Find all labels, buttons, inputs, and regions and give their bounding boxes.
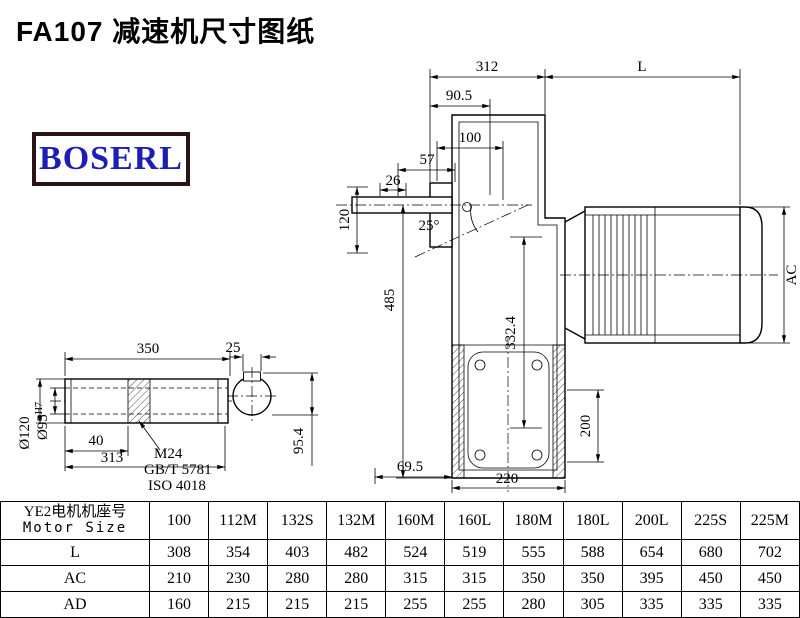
motor-size-col-225M: 225M xyxy=(739,501,800,540)
value-cell: 315 xyxy=(444,565,505,592)
dim-485: 485 xyxy=(382,289,398,312)
dimension-labels: 312 L 90.5 100 57 26 120 25° 485 332.4 A… xyxy=(17,59,800,494)
motor-size-col-112M: 112M xyxy=(208,501,269,540)
flange-section-left xyxy=(451,344,465,479)
value-cell: 315 xyxy=(385,565,446,592)
dimension-lines xyxy=(36,69,790,493)
motor-size-col-100: 100 xyxy=(148,501,210,540)
motor-size-col-132S: 132S xyxy=(267,501,328,540)
value-cell: 654 xyxy=(621,539,682,566)
value-cell: 350 xyxy=(503,565,564,592)
shaft-section xyxy=(127,378,151,424)
note-standard-iso: ISO 4018 xyxy=(148,478,206,494)
value-cell: 482 xyxy=(326,539,387,566)
dim-o120: Ø120 xyxy=(17,416,33,449)
value-cell: 230 xyxy=(208,565,269,592)
row-label: AC xyxy=(0,565,150,592)
motor-size-col-132M: 132M xyxy=(326,501,387,540)
dim-25deg: 25° xyxy=(419,218,440,234)
gear-housing xyxy=(451,114,566,492)
dim-313: 313 xyxy=(101,450,124,466)
dim-350: 350 xyxy=(137,341,160,357)
value-cell: 555 xyxy=(503,539,564,566)
value-cell: 350 xyxy=(562,565,623,592)
value-cell: 308 xyxy=(148,539,210,566)
bolt-hole xyxy=(474,359,486,371)
value-cell: 403 xyxy=(267,539,328,566)
boserl-logo: BOSERL xyxy=(32,132,190,186)
motor-size-col-180M: 180M xyxy=(503,501,564,540)
dim-312: 312 xyxy=(476,59,499,75)
row-label: L xyxy=(0,539,150,566)
value-cell: 395 xyxy=(621,565,682,592)
header-cn: YE2电机机座号 xyxy=(23,504,127,521)
bolt-hole xyxy=(462,202,472,212)
dim-100: 100 xyxy=(459,130,482,146)
dim-200: 200 xyxy=(578,415,594,438)
value-cell: 680 xyxy=(680,539,741,566)
motor-size-header: YE2电机机座号 Motor Size xyxy=(0,501,150,540)
motor xyxy=(560,206,778,344)
dimension-drawing: 312 L 90.5 100 57 26 120 25° 485 332.4 A… xyxy=(17,59,800,494)
motor-size-col-180L: 180L xyxy=(562,501,623,540)
value-cell: 354 xyxy=(208,539,269,566)
dim-120: 120 xyxy=(337,209,353,232)
output-shaft-detail xyxy=(50,378,245,424)
motor-size-col-225S: 225S xyxy=(680,501,741,540)
bolt-hole xyxy=(474,449,486,461)
shaft-end-view xyxy=(227,367,277,424)
dim-25: 25 xyxy=(226,340,241,356)
bolt-hole xyxy=(531,359,543,371)
value-cell: 450 xyxy=(680,565,741,592)
dim-220: 220 xyxy=(496,471,519,487)
dim-o95h7: Ø95H7 xyxy=(34,402,51,440)
output-flange-face xyxy=(467,351,550,469)
dim-AC: AC xyxy=(784,265,800,286)
dim-332-4: 332.4 xyxy=(503,316,519,350)
dim-57: 57 xyxy=(420,152,436,168)
dim-95-4: 95.4 xyxy=(291,427,307,454)
dim-26: 26 xyxy=(386,173,402,189)
motor-size-col-160M: 160M xyxy=(385,501,446,540)
header-en: Motor Size xyxy=(22,520,128,537)
value-cell: 519 xyxy=(444,539,505,566)
page-title: FA107 减速机尺寸图纸 xyxy=(16,16,316,47)
bolt-hole xyxy=(531,449,543,461)
dim-40: 40 xyxy=(89,433,104,449)
dim-L: L xyxy=(637,59,646,75)
value-cell: 702 xyxy=(739,539,800,566)
note-thread: M24 xyxy=(154,446,183,462)
value-cell: 280 xyxy=(267,565,328,592)
flange-section-right xyxy=(552,344,566,479)
note-standard-gbt: GB/T 5781 xyxy=(144,462,212,478)
value-cell: 305 xyxy=(562,591,623,618)
logo-text: BOSERL xyxy=(39,140,183,177)
value-cell: 524 xyxy=(385,539,446,566)
dim-69-5: 69.5 xyxy=(397,459,423,475)
value-cell: 588 xyxy=(562,539,623,566)
value-cell: 280 xyxy=(326,565,387,592)
dim-90-5: 90.5 xyxy=(446,88,472,104)
motor-size-col-200L: 200L xyxy=(621,501,682,540)
motor-size-col-160L: 160L xyxy=(444,501,505,540)
value-cell: 450 xyxy=(739,565,800,592)
fan-cowl xyxy=(740,206,763,344)
value-cell: 210 xyxy=(148,565,210,592)
